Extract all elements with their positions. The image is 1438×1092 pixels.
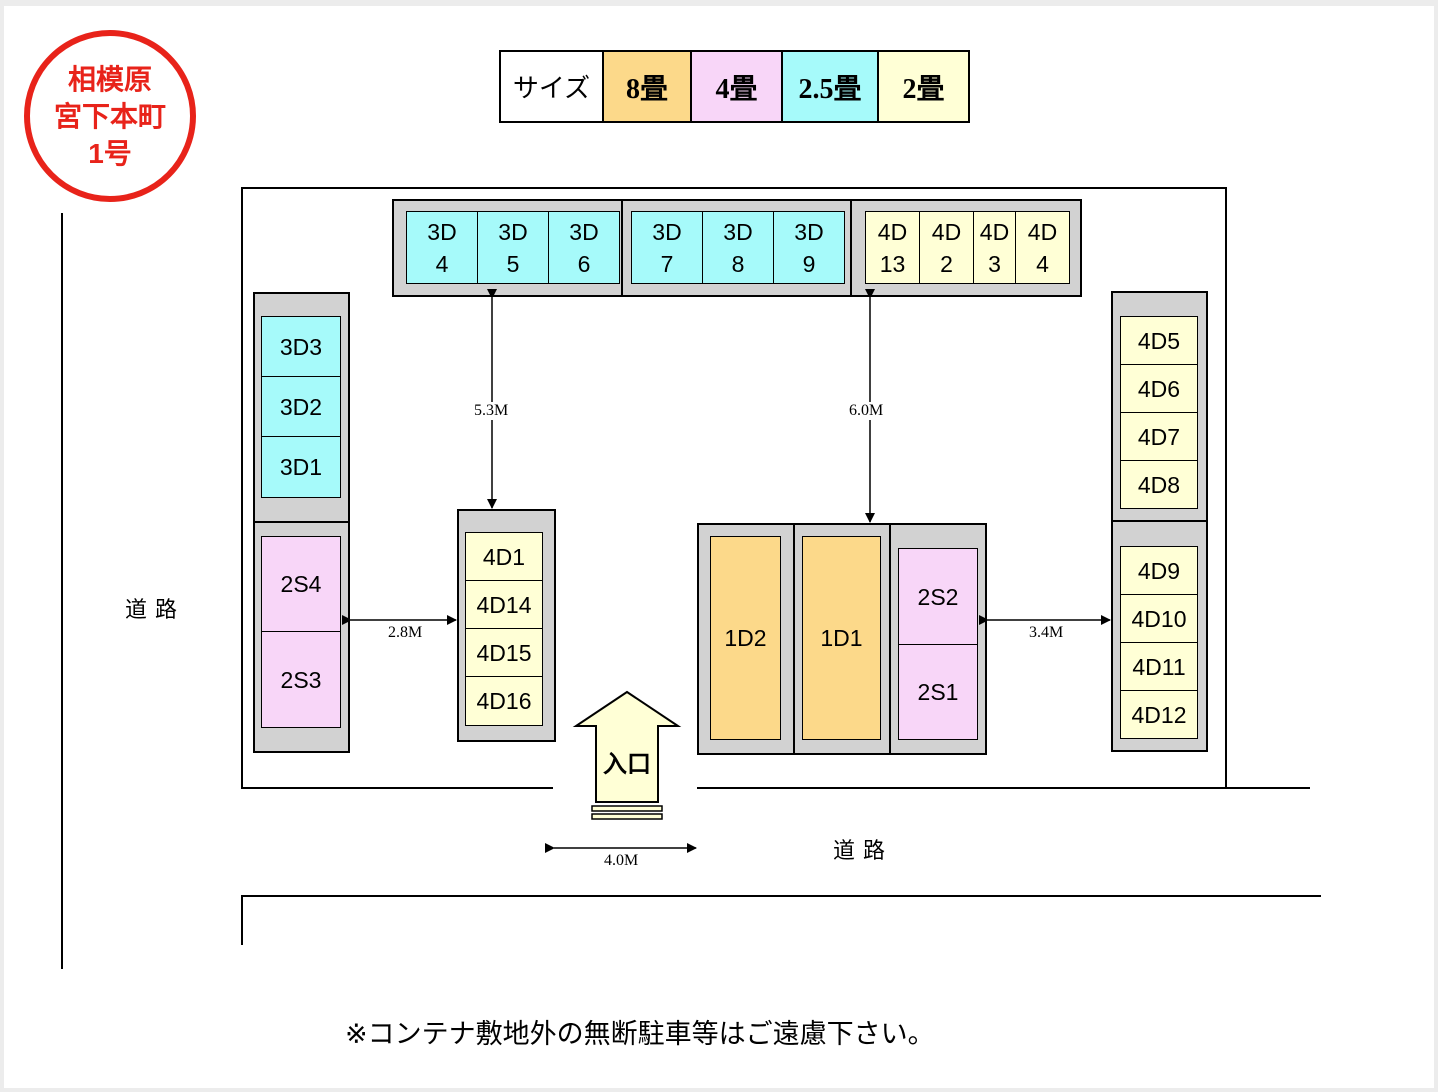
stamp-line-3: 1号 <box>88 137 132 169</box>
entrance-label: 入口 <box>603 751 651 778</box>
road-edge-left <box>61 213 63 969</box>
unit-3d3[interactable]: 3D3 <box>261 316 341 377</box>
legend-2-5jo: 2.5畳 <box>781 50 879 123</box>
unit-2s4[interactable]: 2S4 <box>261 536 341 632</box>
unit-4d11[interactable]: 4D11 <box>1120 642 1198 691</box>
unit-4d4[interactable]: 4D 4 <box>1015 211 1070 284</box>
unit-3d5[interactable]: 3D 5 <box>477 211 549 284</box>
unit-3d4[interactable]: 3D 4 <box>406 211 478 284</box>
legend-4jo: 4畳 <box>690 50 783 123</box>
boundary-bottom-left <box>241 787 553 789</box>
unit-1d1[interactable]: 1D1 <box>802 536 881 740</box>
unit-3d6[interactable]: 3D 6 <box>548 211 620 284</box>
boundary-left <box>241 187 243 789</box>
unit-3d2[interactable]: 3D2 <box>261 376 341 437</box>
boundary-right <box>1225 187 1227 789</box>
legend-label: サイズ <box>499 50 604 123</box>
unit-4d16[interactable]: 4D16 <box>465 676 543 726</box>
dimension-label-3-4m: 3.4M <box>1027 624 1066 642</box>
road-edge-stub <box>241 895 243 945</box>
dimension-label-4-0m: 4.0M <box>602 852 641 870</box>
location-stamp: 相模原 宮下本町 1号 <box>24 30 196 202</box>
unit-2s1[interactable]: 2S1 <box>898 644 978 740</box>
unit-4d1[interactable]: 4D1 <box>465 532 543 581</box>
boundary-top <box>241 187 1227 189</box>
unit-4d9[interactable]: 4D9 <box>1120 546 1198 595</box>
legend-8jo: 8畳 <box>602 50 692 123</box>
unit-4d15[interactable]: 4D15 <box>465 628 543 677</box>
boundary-bottom-right <box>697 787 1310 789</box>
road-edge-bottom <box>241 895 1321 897</box>
unit-4d2[interactable]: 4D 2 <box>919 211 974 284</box>
dimension-label-2-8m: 2.8M <box>386 624 425 642</box>
dimension-label-6-0m: 6.0M <box>847 402 886 420</box>
unit-4d3[interactable]: 4D 3 <box>973 211 1016 284</box>
stamp-line-1: 相模原 <box>67 63 152 95</box>
unit-2s2[interactable]: 2S2 <box>898 548 978 645</box>
unit-4d13[interactable]: 4D 13 <box>865 211 920 284</box>
unit-3d7[interactable]: 3D 7 <box>631 211 703 284</box>
stamp-line-2: 宮下本町 <box>53 100 166 132</box>
unit-4d7[interactable]: 4D7 <box>1120 412 1198 461</box>
legend-2jo: 2畳 <box>877 50 970 123</box>
dimension-label-5-3m: 5.3M <box>472 402 511 420</box>
unit-4d6[interactable]: 4D6 <box>1120 364 1198 413</box>
unit-3d8[interactable]: 3D 8 <box>702 211 774 284</box>
unit-1d2[interactable]: 1D2 <box>710 536 781 740</box>
unit-4d5[interactable]: 4D5 <box>1120 316 1198 365</box>
parking-notice: ※コンテナ敷地外の無断駐車等はご遠慮下さい。 <box>345 1019 935 1049</box>
road-label-left: 道路 <box>125 597 186 622</box>
unit-2s3[interactable]: 2S3 <box>261 631 341 728</box>
entrance-arrow-icon <box>572 690 682 820</box>
unit-3d9[interactable]: 3D 9 <box>773 211 845 284</box>
unit-4d10[interactable]: 4D10 <box>1120 594 1198 643</box>
unit-4d14[interactable]: 4D14 <box>465 580 543 629</box>
unit-3d1[interactable]: 3D1 <box>261 436 341 498</box>
road-label-bottom: 道路 <box>833 838 894 863</box>
site-map-page: 相模原 宮下本町 1号 サイズ 8畳 4畳 2.5畳 2畳 3D 4 3D 5 … <box>4 6 1434 1088</box>
unit-4d8[interactable]: 4D8 <box>1120 460 1198 509</box>
unit-4d12[interactable]: 4D12 <box>1120 690 1198 739</box>
